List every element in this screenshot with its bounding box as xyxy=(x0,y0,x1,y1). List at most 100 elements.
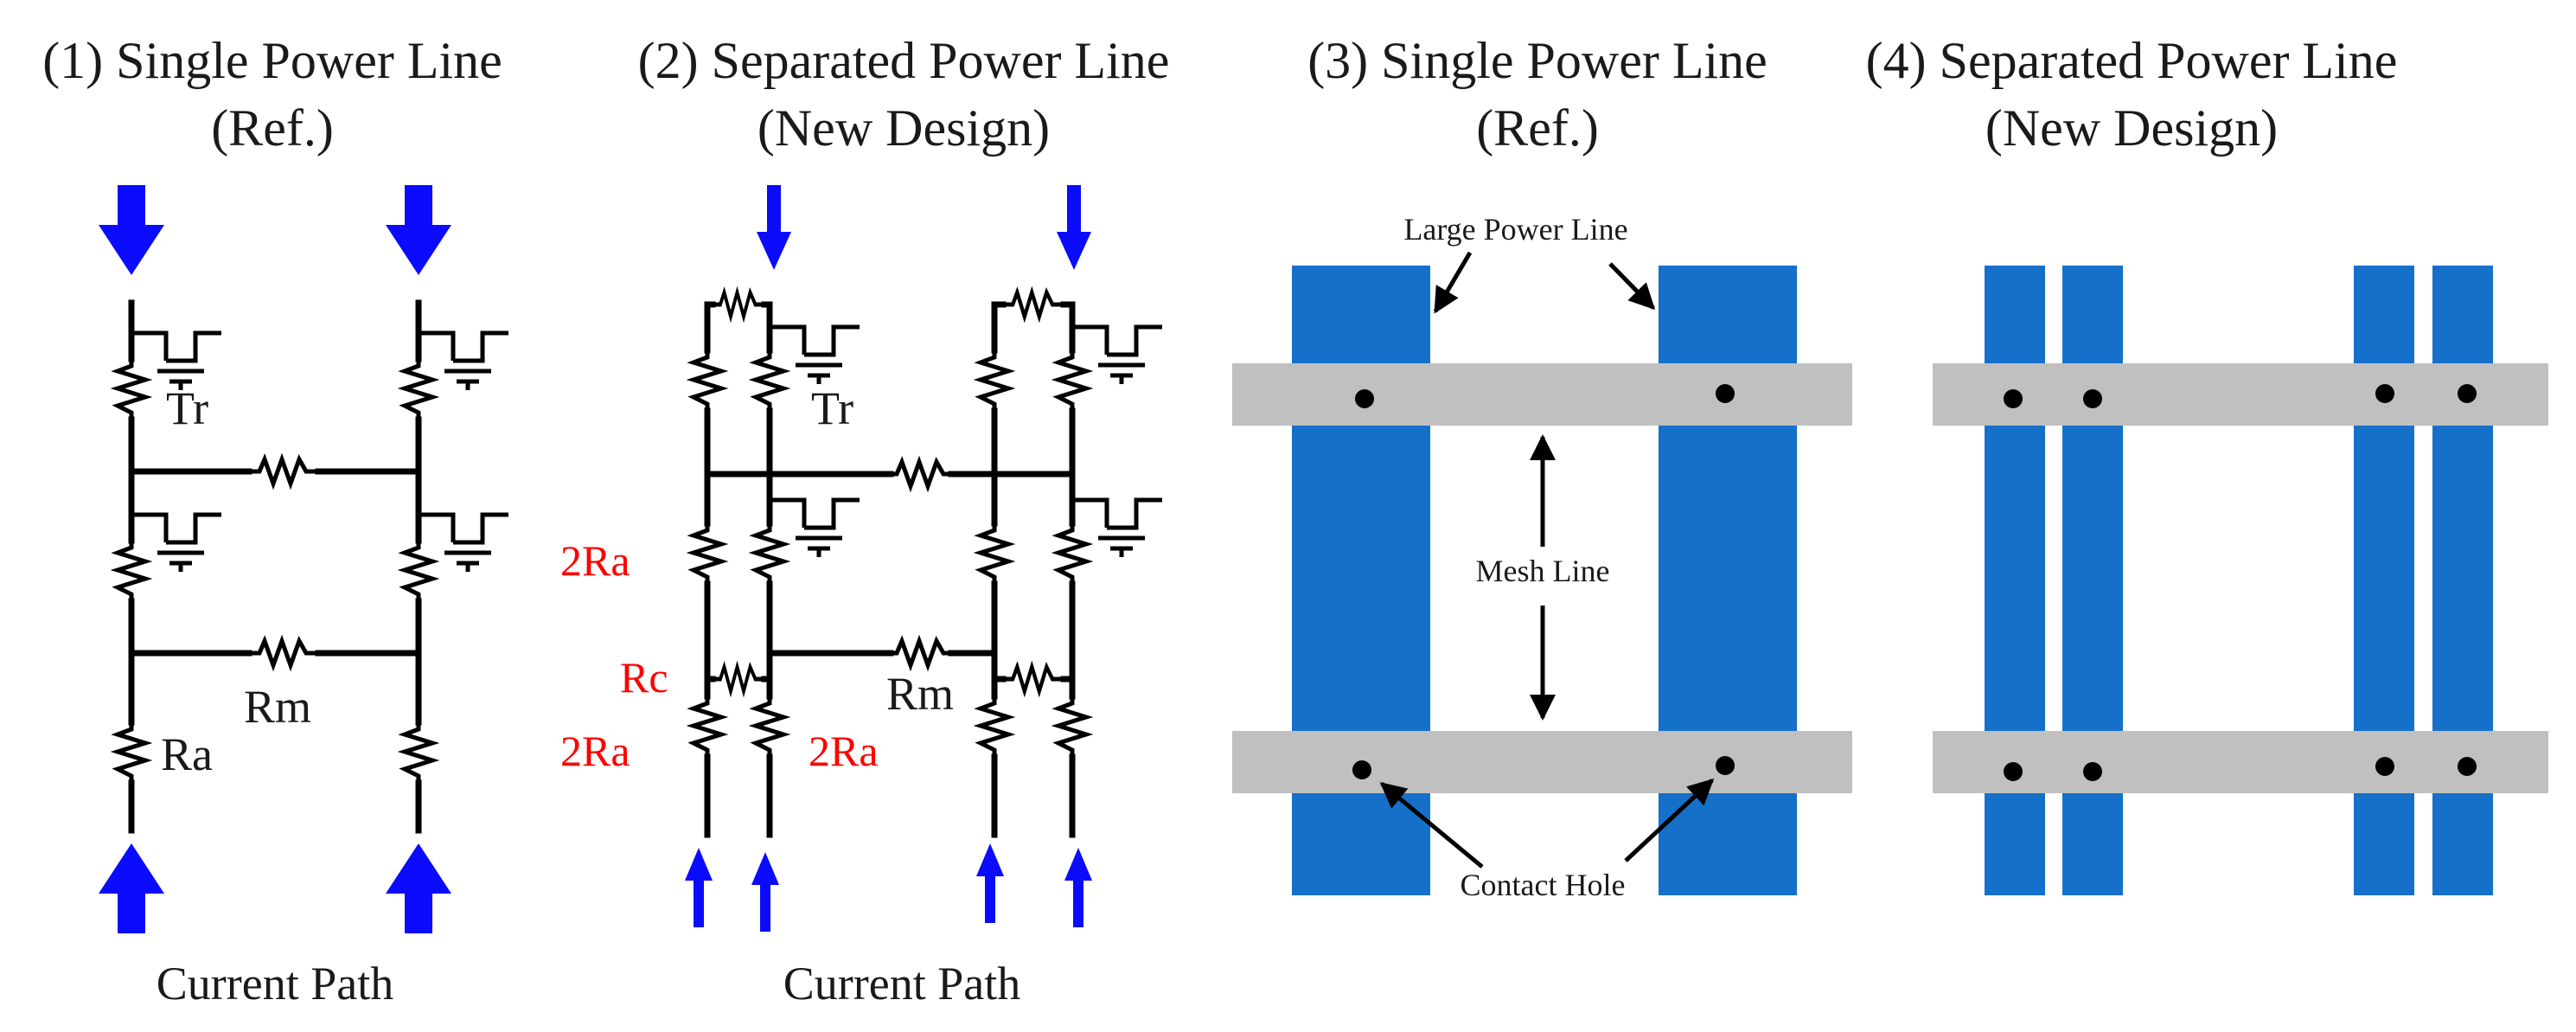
panel-3-title-text: Single Power Line xyxy=(1381,32,1767,89)
label-two-ra: 2Ra xyxy=(809,727,879,775)
label-tr: Tr xyxy=(811,382,853,434)
resistor-two-ra xyxy=(981,350,1008,411)
contact-hole xyxy=(2375,384,2394,403)
transistor-resistor xyxy=(756,350,783,411)
contact-hole xyxy=(2004,389,2023,408)
panel-2-subtitle: (New Design) xyxy=(757,99,1050,157)
resistor-ra xyxy=(405,722,432,783)
resistor-rc xyxy=(713,292,764,317)
contact-hole xyxy=(1716,384,1735,403)
panel-1-subtitle: (Ref.) xyxy=(211,99,334,157)
current-path-label: Current Path xyxy=(157,958,393,1010)
panel-1-title: (1) Single Power Line (Ref.) xyxy=(42,32,502,157)
resistor-rc xyxy=(1004,667,1063,691)
pointer-arrow xyxy=(1433,251,1473,314)
contact-hole xyxy=(1716,756,1735,775)
pointer-arrow xyxy=(1608,262,1656,311)
resistor-two-ra xyxy=(694,523,721,584)
contact-hole xyxy=(2083,389,2102,408)
label-tr: Tr xyxy=(166,382,208,434)
transistor-resistor xyxy=(405,359,432,420)
transistor-symbol xyxy=(770,327,860,384)
panel-3-title: (3) Single Power Line (Ref.) xyxy=(1307,32,1767,157)
current-arrow-down xyxy=(757,185,791,270)
label-rm: Rm xyxy=(886,668,954,720)
label-rc: Rc xyxy=(620,653,668,702)
panel-4-number: (4) xyxy=(1866,32,1927,89)
resistor-two-ra xyxy=(981,523,1008,584)
resistor-two-ra xyxy=(694,350,721,411)
svg-text:(4) Separated Power Line: (4) Separated Power Line xyxy=(1866,32,2398,89)
transistor-resistor xyxy=(756,523,783,584)
large-power-line xyxy=(1292,266,1430,895)
resistor-rm xyxy=(886,462,956,486)
panel-4-layout xyxy=(1933,266,2548,895)
label-ra: Ra xyxy=(161,728,213,780)
svg-text:(1) Single Power Line: (1) Single Power Line xyxy=(42,32,502,89)
contact-hole xyxy=(2458,384,2477,403)
resistor-two-ra xyxy=(981,696,1008,757)
resistor-rm xyxy=(249,459,318,484)
contact-hole xyxy=(2375,757,2394,776)
separated-power-line xyxy=(1985,266,2045,895)
contact-hole xyxy=(2083,762,2102,781)
current-arrow-up xyxy=(751,852,779,932)
transistor-resistor xyxy=(1058,523,1086,584)
svg-text:(2) Separated Power Line: (2) Separated Power Line xyxy=(638,32,1170,89)
transistor-symbol xyxy=(770,500,860,557)
contact-hole xyxy=(1352,760,1371,779)
label-rm: Rm xyxy=(244,681,311,733)
mesh-line xyxy=(1232,731,1852,793)
contact-hole xyxy=(2458,757,2477,776)
transistor-resistor xyxy=(1058,350,1086,411)
resistor-rc xyxy=(713,667,764,691)
panel-3-layout: Large Power Line Mesh Line Contact Hole xyxy=(1232,212,1852,902)
current-arrow-up xyxy=(976,843,1004,923)
panel-3-subtitle: (Ref.) xyxy=(1476,99,1599,157)
transistor-resistor xyxy=(118,359,145,420)
panel-3-number: (3) xyxy=(1307,32,1368,89)
resistor-ra xyxy=(118,722,145,783)
transistor-symbol xyxy=(1072,327,1162,384)
current-arrow-down xyxy=(386,185,451,275)
svg-text:(3) Single Power Line: (3) Single Power Line xyxy=(1307,32,1767,89)
current-arrow-down xyxy=(1057,185,1091,270)
current-arrow-up xyxy=(685,848,713,927)
resistor-two-ra xyxy=(756,696,783,757)
mesh-line xyxy=(1933,363,2548,426)
mesh-line-label: Mesh Line xyxy=(1476,554,1610,588)
pointer-arrow xyxy=(1624,778,1715,862)
panel-4-subtitle: (New Design) xyxy=(1985,99,2278,157)
mesh-line xyxy=(1933,731,2548,793)
pointer-arrow xyxy=(1379,782,1484,869)
current-arrow-up xyxy=(99,843,164,933)
mesh-line xyxy=(1232,363,1852,426)
panel-1-title-text: Single Power Line xyxy=(116,32,502,89)
separated-power-line xyxy=(2062,266,2123,895)
transistor-symbol xyxy=(1072,500,1162,557)
label-two-ra: 2Ra xyxy=(560,727,630,775)
transistor-resistor xyxy=(405,541,432,601)
transistor-resistor xyxy=(118,541,145,601)
resistor-two-ra xyxy=(1058,696,1086,757)
current-path-label: Current Path xyxy=(783,958,1020,1010)
resistor-rm xyxy=(886,641,956,665)
current-arrow-up xyxy=(386,843,451,933)
separated-power-line xyxy=(2432,266,2493,895)
resistor-rm xyxy=(249,641,318,665)
resistor-rc xyxy=(1004,292,1063,317)
current-arrow-up xyxy=(1064,848,1092,927)
panel-4-title-text: Separated Power Line xyxy=(1940,32,2398,89)
separated-power-line xyxy=(2354,266,2414,895)
contact-hole xyxy=(1355,389,1374,408)
panel-2-circuit: Tr Rm 2Ra Rc 2Ra 2Ra Current Path xyxy=(560,185,1162,1010)
panel-2-title-text: Separated Power Line xyxy=(712,32,1170,89)
resistor-two-ra xyxy=(694,696,721,757)
panel-4-title: (4) Separated Power Line (New Design) xyxy=(1866,32,2398,157)
panel-1-number: (1) xyxy=(42,32,103,89)
large-power-line-label: Large Power Line xyxy=(1403,212,1627,247)
contact-hole xyxy=(2004,762,2023,781)
current-arrow-down xyxy=(99,185,164,275)
contact-hole-label: Contact Hole xyxy=(1461,868,1626,902)
